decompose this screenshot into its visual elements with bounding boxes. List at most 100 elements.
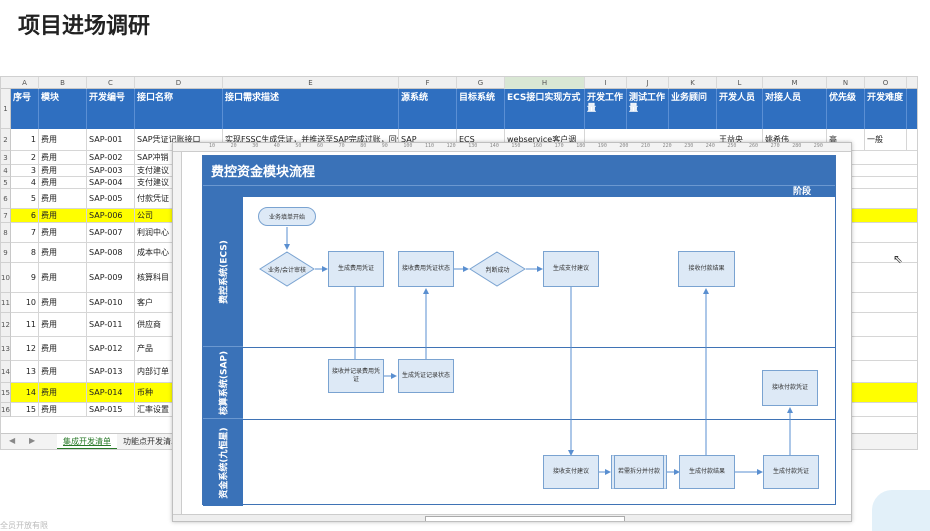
row-number[interactable]: 11 [1,293,11,313]
table-cell[interactable]: SAP-015 [87,403,135,417]
column-letter[interactable]: C [87,77,135,89]
column-letter[interactable]: I [585,77,627,89]
table-cell[interactable]: 5 [11,189,39,209]
row-number[interactable]: 3 [1,151,11,165]
table-cell[interactable]: 费用 [39,223,87,243]
row-number[interactable]: 14 [1,361,11,383]
column-header[interactable]: 开发工作量 [585,89,627,129]
table-cell[interactable]: 费用 [39,383,87,403]
tab-function-list[interactable]: 功能点开发清单 [123,437,179,446]
row-number[interactable]: 12 [1,313,11,337]
column-header[interactable]: 业务顾问 [669,89,717,129]
table-cell[interactable]: 一般 [865,129,907,151]
table-cell[interactable]: SAP-012 [87,337,135,361]
table-cell[interactable]: 费用 [39,243,87,263]
column-header[interactable]: 源系统 [399,89,457,129]
column-letter[interactable]: O [865,77,907,89]
scrollbar-thumb[interactable] [425,516,625,521]
table-cell[interactable]: SAP-003 [87,165,135,177]
table-cell[interactable]: 8 [11,243,39,263]
column-header[interactable]: 开发人员 [717,89,763,129]
tab-next-icon[interactable]: ▶ [29,436,36,445]
column-header[interactable]: 优先级 [827,89,865,129]
column-letter[interactable]: G [457,77,505,89]
row-number[interactable]: 9 [1,243,11,263]
row-number[interactable]: 6 [1,189,11,209]
table-cell[interactable]: SAP-011 [87,313,135,337]
row-number[interactable]: 4 [1,165,11,177]
table-cell[interactable]: SAP-009 [87,263,135,293]
table-cell[interactable]: 9 [11,263,39,293]
table-cell[interactable]: 11 [11,313,39,337]
table-cell[interactable]: 2 [11,151,39,165]
table-cell[interactable]: SAP-014 [87,383,135,403]
column-letter[interactable]: L [717,77,763,89]
node-judge-decision: 判断成功 [469,251,526,287]
column-letter[interactable]: E [223,77,399,89]
column-letter[interactable]: F [399,77,457,89]
column-header[interactable]: 接口需求描述 [223,89,399,129]
row-number[interactable]: 16 [1,403,11,417]
column-letter[interactable]: M [763,77,827,89]
table-cell[interactable]: 15 [11,403,39,417]
table-cell[interactable]: 费用 [39,209,87,223]
column-header[interactable]: ECS接口实现方式 [505,89,585,129]
column-header[interactable]: 接口名称 [135,89,223,129]
row-number[interactable]: 13 [1,337,11,361]
table-cell[interactable]: 7 [11,223,39,243]
table-cell[interactable]: 费用 [39,151,87,165]
tab-prev-icon[interactable]: ◀ [9,436,16,445]
row-number[interactable]: 7 [1,209,11,223]
table-cell[interactable]: SAP-013 [87,361,135,383]
table-cell[interactable]: 费用 [39,129,87,151]
table-cell[interactable]: 10 [11,293,39,313]
table-cell[interactable]: 费用 [39,403,87,417]
row-number[interactable]: 10 [1,263,11,293]
row-number[interactable]: 2 [1,129,11,151]
column-header[interactable]: 序号 [11,89,39,129]
column-header[interactable]: 对接人员 [763,89,827,129]
table-cell[interactable]: SAP-001 [87,129,135,151]
table-cell[interactable]: SAP-006 [87,209,135,223]
column-letter[interactable]: J [627,77,669,89]
table-cell[interactable]: SAP-002 [87,151,135,165]
tab-integration-list[interactable]: 集成开发清单 [57,434,117,449]
table-cell[interactable]: SAP-004 [87,177,135,189]
table-cell[interactable]: 13 [11,361,39,383]
table-cell[interactable]: 4 [11,177,39,189]
row-number[interactable]: 1 [1,89,11,129]
horizontal-scrollbar[interactable] [173,514,851,521]
column-letter[interactable]: D [135,77,223,89]
column-letter[interactable]: N [827,77,865,89]
table-cell[interactable]: SAP-008 [87,243,135,263]
table-cell[interactable]: 12 [11,337,39,361]
table-cell[interactable]: SAP-005 [87,189,135,209]
table-cell[interactable]: 费用 [39,313,87,337]
table-cell[interactable]: 费用 [39,293,87,313]
column-header[interactable]: 测试工作量 [627,89,669,129]
table-cell[interactable]: 费用 [39,189,87,209]
table-cell[interactable]: 6 [11,209,39,223]
row-number[interactable]: 15 [1,383,11,403]
table-cell[interactable]: 3 [11,165,39,177]
row-number[interactable]: 5 [1,177,11,189]
column-header[interactable]: 开发编号 [87,89,135,129]
table-cell[interactable]: 1 [11,129,39,151]
column-letter[interactable]: H [505,77,585,89]
table-cell[interactable]: 14 [11,383,39,403]
column-letter[interactable]: K [669,77,717,89]
column-header[interactable]: 目标系统 [457,89,505,129]
table-cell[interactable]: 费用 [39,165,87,177]
row-number[interactable]: 8 [1,223,11,243]
column-letter[interactable]: B [39,77,87,89]
table-cell[interactable]: SAP-007 [87,223,135,243]
table-cell[interactable]: 费用 [39,337,87,361]
column-letter[interactable]: A [11,77,39,89]
table-cell[interactable]: 费用 [39,177,87,189]
table-cell[interactable]: 费用 [39,361,87,383]
table-cell[interactable]: SAP-010 [87,293,135,313]
table-cell[interactable]: 费用 [39,263,87,293]
column-header[interactable]: 模块 [39,89,87,129]
column-header[interactable]: 开发难度 [865,89,907,129]
